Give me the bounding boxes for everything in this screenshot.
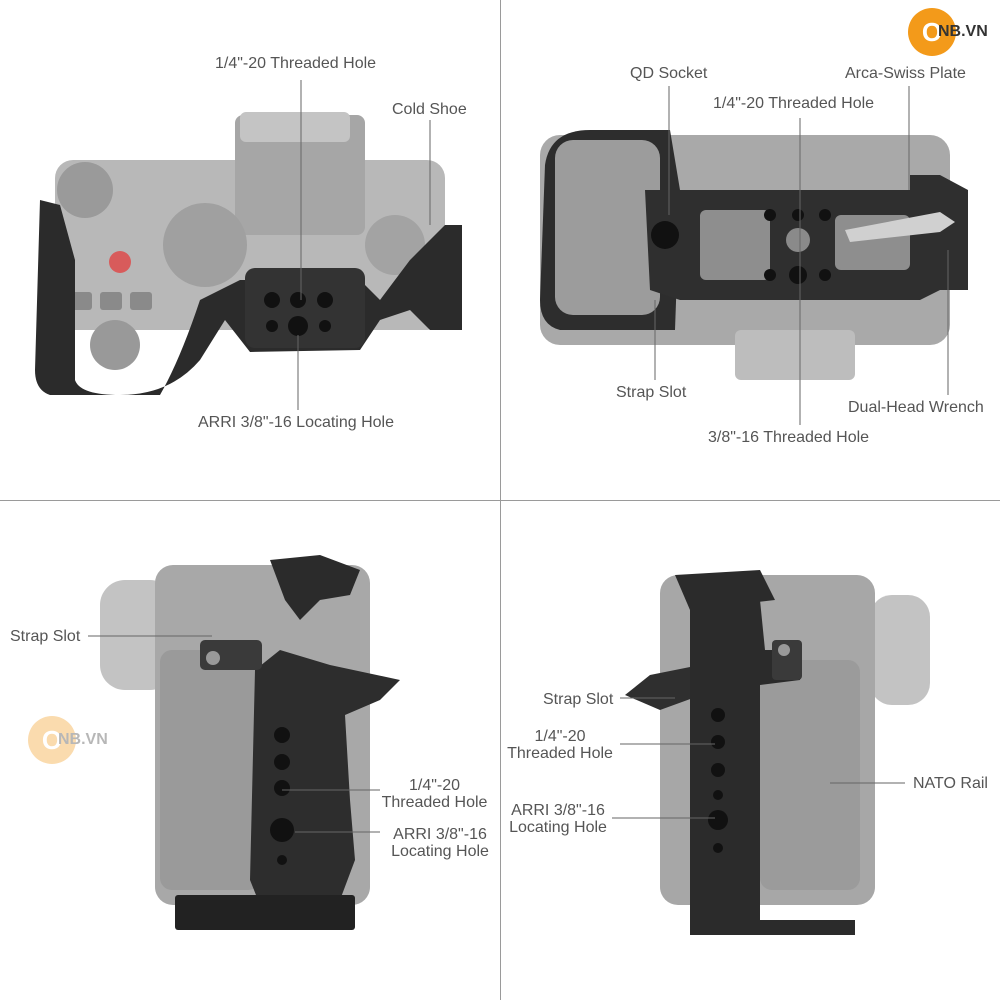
logo-circle: O <box>908 8 956 56</box>
label-threaded-hole: 1/4"-20 Threaded Hole <box>500 728 620 762</box>
logo-text: NB.VN <box>938 23 988 40</box>
logo-circle: O <box>28 716 76 764</box>
label-threaded-hole-line1: 1/4"-20 <box>534 728 586 745</box>
label-threaded-hole-line2: Threaded Hole <box>381 794 488 811</box>
camera-left-side-illustration <box>88 555 400 930</box>
right-side-view-panel: Strap Slot 1/4"-20 Threaded Hole ARRI 3/… <box>500 500 1000 1000</box>
label-cold-shoe: Cold Shoe <box>392 101 467 118</box>
camera-top-view-illustration <box>35 80 462 410</box>
bottom-view-panel: QD Socket Arca-Swiss Plate 1/4"-20 Threa… <box>500 0 1000 500</box>
label-arri-line1: ARRI 3/8"-16 <box>511 802 605 819</box>
label-arri-line1: ARRI 3/8"-16 <box>393 826 487 843</box>
label-threaded-hole-3-8: 3/8"-16 Threaded Hole <box>708 429 870 446</box>
label-arca-swiss-plate: Arca-Swiss Plate <box>845 65 966 82</box>
label-arri-locating-hole: ARRI 3/8"-16 Locating Hole <box>500 802 616 836</box>
label-strap-slot: Strap Slot <box>543 691 614 708</box>
label-nato-rail: NATO Rail <box>913 775 988 792</box>
camera-bottom-view-illustration <box>540 86 968 425</box>
label-threaded-hole-line1: 1/4"-20 <box>408 777 461 794</box>
label-threaded-hole-line2: Threaded Hole <box>507 745 613 762</box>
label-arri-line2: Locating Hole <box>391 843 489 860</box>
left-side-view-panel: Strap Slot 1/4"-20 Threaded Hole ARRI 3/… <box>0 500 500 1000</box>
logo-text: NB.VN <box>58 731 108 748</box>
label-threaded-hole: 1/4"-20 Threaded Hole <box>215 55 377 72</box>
camera-right-side-illustration <box>612 570 930 935</box>
brand-logo-watermark: O NB.VN <box>28 716 108 764</box>
label-strap-slot: Strap Slot <box>616 384 687 401</box>
label-threaded-hole: 1/4"-20 Threaded Hole <box>372 777 497 811</box>
label-strap-slot: Strap Slot <box>10 628 81 645</box>
horizontal-divider <box>0 500 1000 501</box>
label-dual-head-wrench: Dual-Head Wrench <box>848 399 984 416</box>
label-arri-locating-hole: ARRI 3/8"-16 Locating Hole <box>380 826 500 860</box>
brand-logo: O NB.VN <box>908 8 988 56</box>
label-arri-line2: Locating Hole <box>509 819 607 836</box>
top-view-panel: 1/4"-20 Threaded Hole Cold Shoe ARRI 3/8… <box>0 0 500 500</box>
label-qd-socket: QD Socket <box>630 65 708 82</box>
label-threaded-hole: 1/4"-20 Threaded Hole <box>713 95 875 112</box>
label-arri-locating-hole: ARRI 3/8"-16 Locating Hole <box>198 414 395 431</box>
